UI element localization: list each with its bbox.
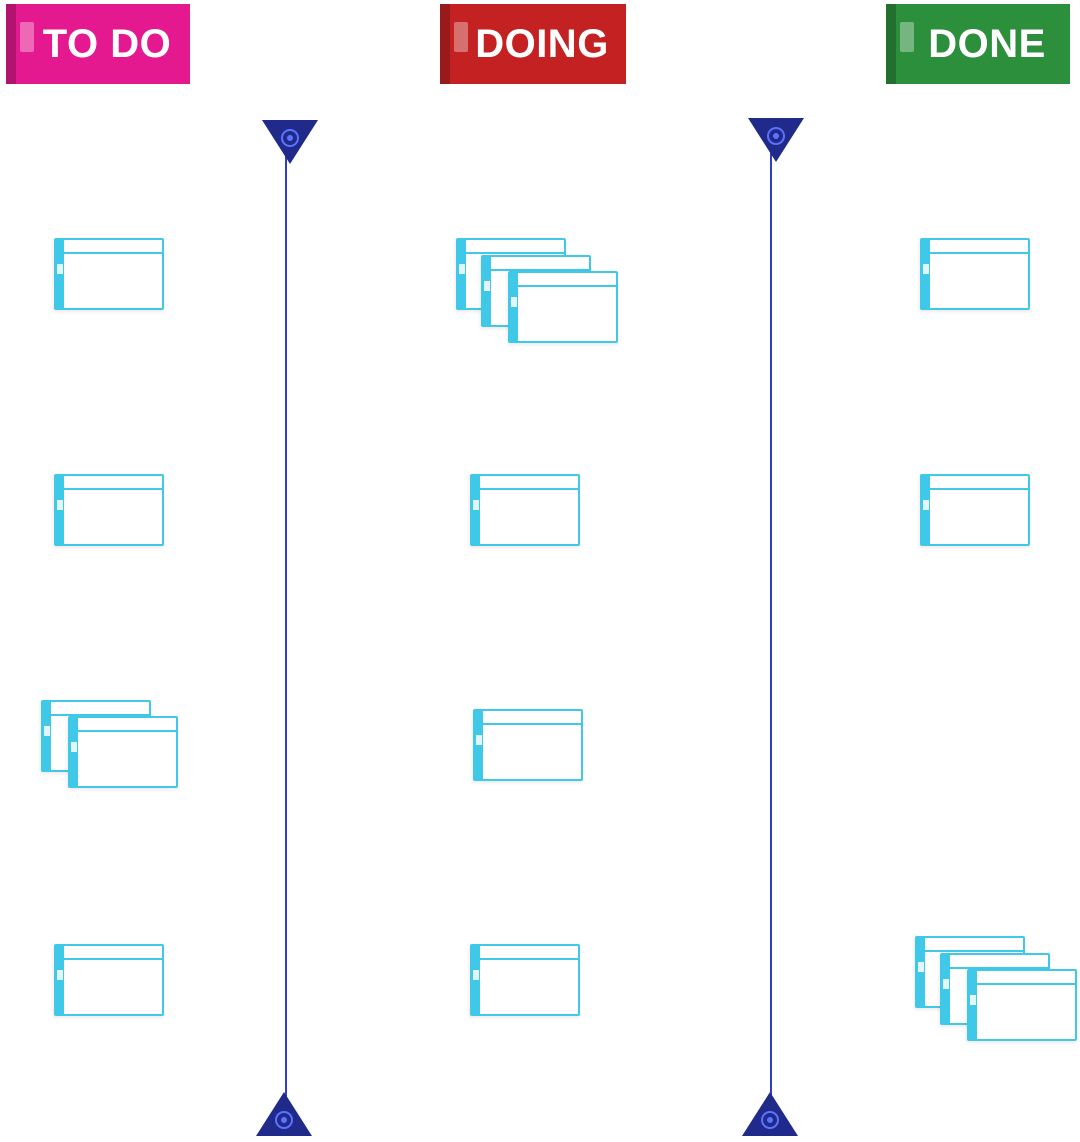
top-anchor-right-icon xyxy=(748,118,804,162)
column-title-doing: DOING xyxy=(475,21,609,66)
task-card[interactable] xyxy=(920,238,1030,310)
column-header-done: DONE xyxy=(886,4,1070,84)
header-tag xyxy=(900,22,914,52)
divider-string-right xyxy=(770,142,772,1106)
header-tag xyxy=(454,22,468,52)
task-card[interactable] xyxy=(920,474,1030,546)
bottom-anchor-right-icon xyxy=(742,1092,798,1136)
column-header-todo: TO DO xyxy=(6,4,190,84)
column-title-done: DONE xyxy=(928,21,1046,66)
task-card[interactable] xyxy=(470,944,580,1016)
top-anchor-left-icon xyxy=(262,120,318,164)
task-card[interactable] xyxy=(470,474,580,546)
column-title-todo: TO DO xyxy=(42,21,172,66)
task-card[interactable] xyxy=(473,709,583,781)
divider-string-left xyxy=(285,142,287,1106)
header-fold xyxy=(6,4,16,84)
task-card[interactable] xyxy=(54,474,164,546)
header-fold xyxy=(886,4,896,84)
task-card[interactable] xyxy=(508,271,618,343)
header-fold xyxy=(440,4,450,84)
column-header-doing: DOING xyxy=(440,4,626,84)
task-card[interactable] xyxy=(967,969,1077,1041)
task-card[interactable] xyxy=(68,716,178,788)
header-tag xyxy=(20,22,34,52)
bottom-anchor-left-icon xyxy=(256,1092,312,1136)
task-card[interactable] xyxy=(54,944,164,1016)
task-card[interactable] xyxy=(54,238,164,310)
